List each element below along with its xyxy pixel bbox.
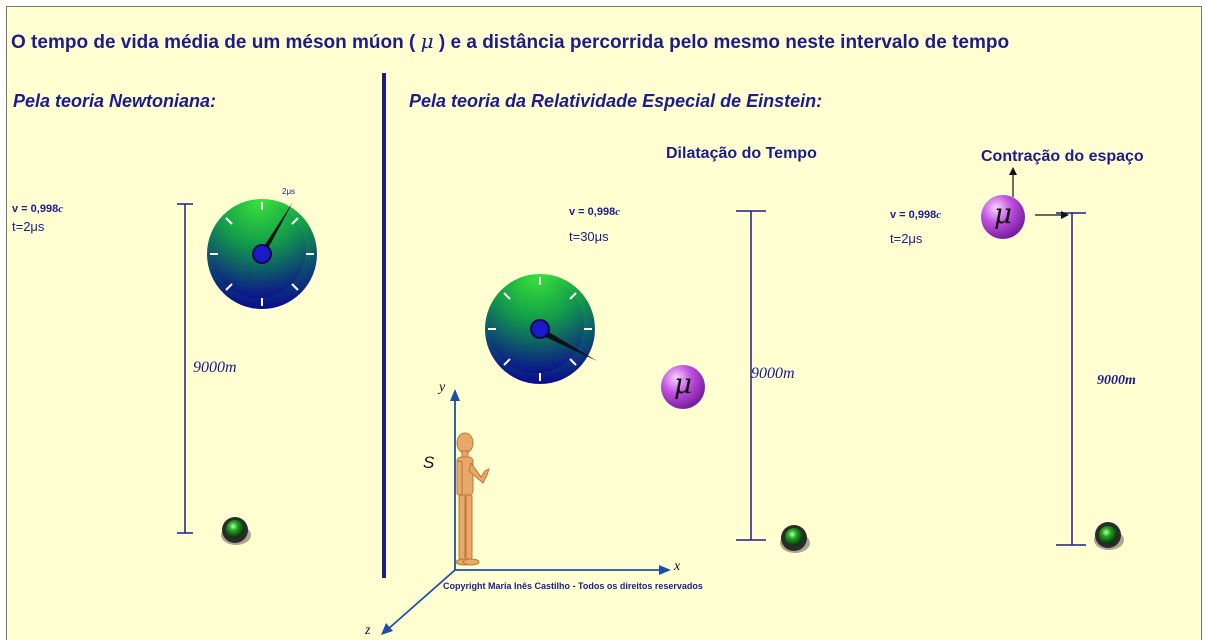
dilation-clock-icon [485,274,597,384]
contraction-velocity: v = 0,998c [890,209,942,221]
frame-s-label: S [423,453,435,472]
newtonian-distance-scale [177,203,193,534]
contraction-distance-label: 9000m [1097,373,1136,388]
newtonian-clock-icon [207,199,317,309]
dilation-distance-scale [736,210,766,541]
contraction-heading: Contração do espaço [981,148,1144,165]
contraction-detector-icon [1094,522,1124,550]
dilation-detector-icon [780,525,810,553]
contraction-distance-scale [1056,212,1086,546]
title-muon-symbol: μ [420,29,434,53]
observer-figure-icon [455,432,490,566]
dilation-velocity: v = 0,998c [569,206,621,218]
contraction-muon-icon [981,195,1025,239]
title-text-start: O tempo de vida média de um méson múon ( [11,32,416,53]
dilation-distance-label: 9000m [751,365,795,382]
newtonian-time: t=2μs [12,219,45,234]
relativity-heading: Pela teoria da Relatividade Especial de … [409,91,823,111]
title-text-end: ) e a distância percorrida pelo mesmo ne… [438,32,1010,53]
newtonian-heading: Pela teoria Newtoniana: [13,91,217,111]
reference-frame-axes [381,389,671,635]
z-axis-label: z [365,623,371,638]
newtonian-detector-icon [221,517,251,545]
contraction-axes-arrows [1009,167,1069,219]
copyright-notice: Copyright Maria Inês Castilho - Todos os… [443,581,703,591]
simulation-stage: O tempo de vida média de um méson múon (… [6,6,1202,640]
x-axis-label: x [674,559,681,574]
dilation-muon-symbol: μ [673,367,693,400]
contraction-muon-symbol: μ [993,197,1013,230]
y-axis-label: y [439,380,446,395]
dilation-time: t=30μs [569,229,609,244]
newtonian-clock-label: 2μs [282,187,296,196]
newtonian-distance-label: 9000m [193,359,237,376]
contraction-time: t=2μs [890,231,923,246]
dilation-heading: Dilatação do Tempo [666,145,817,162]
newtonian-velocity: v = 0,998c [12,203,64,215]
section-divider [382,73,386,578]
dilation-muon-icon [661,365,705,409]
page-title: O tempo de vida média de um méson múon (… [11,29,1009,54]
